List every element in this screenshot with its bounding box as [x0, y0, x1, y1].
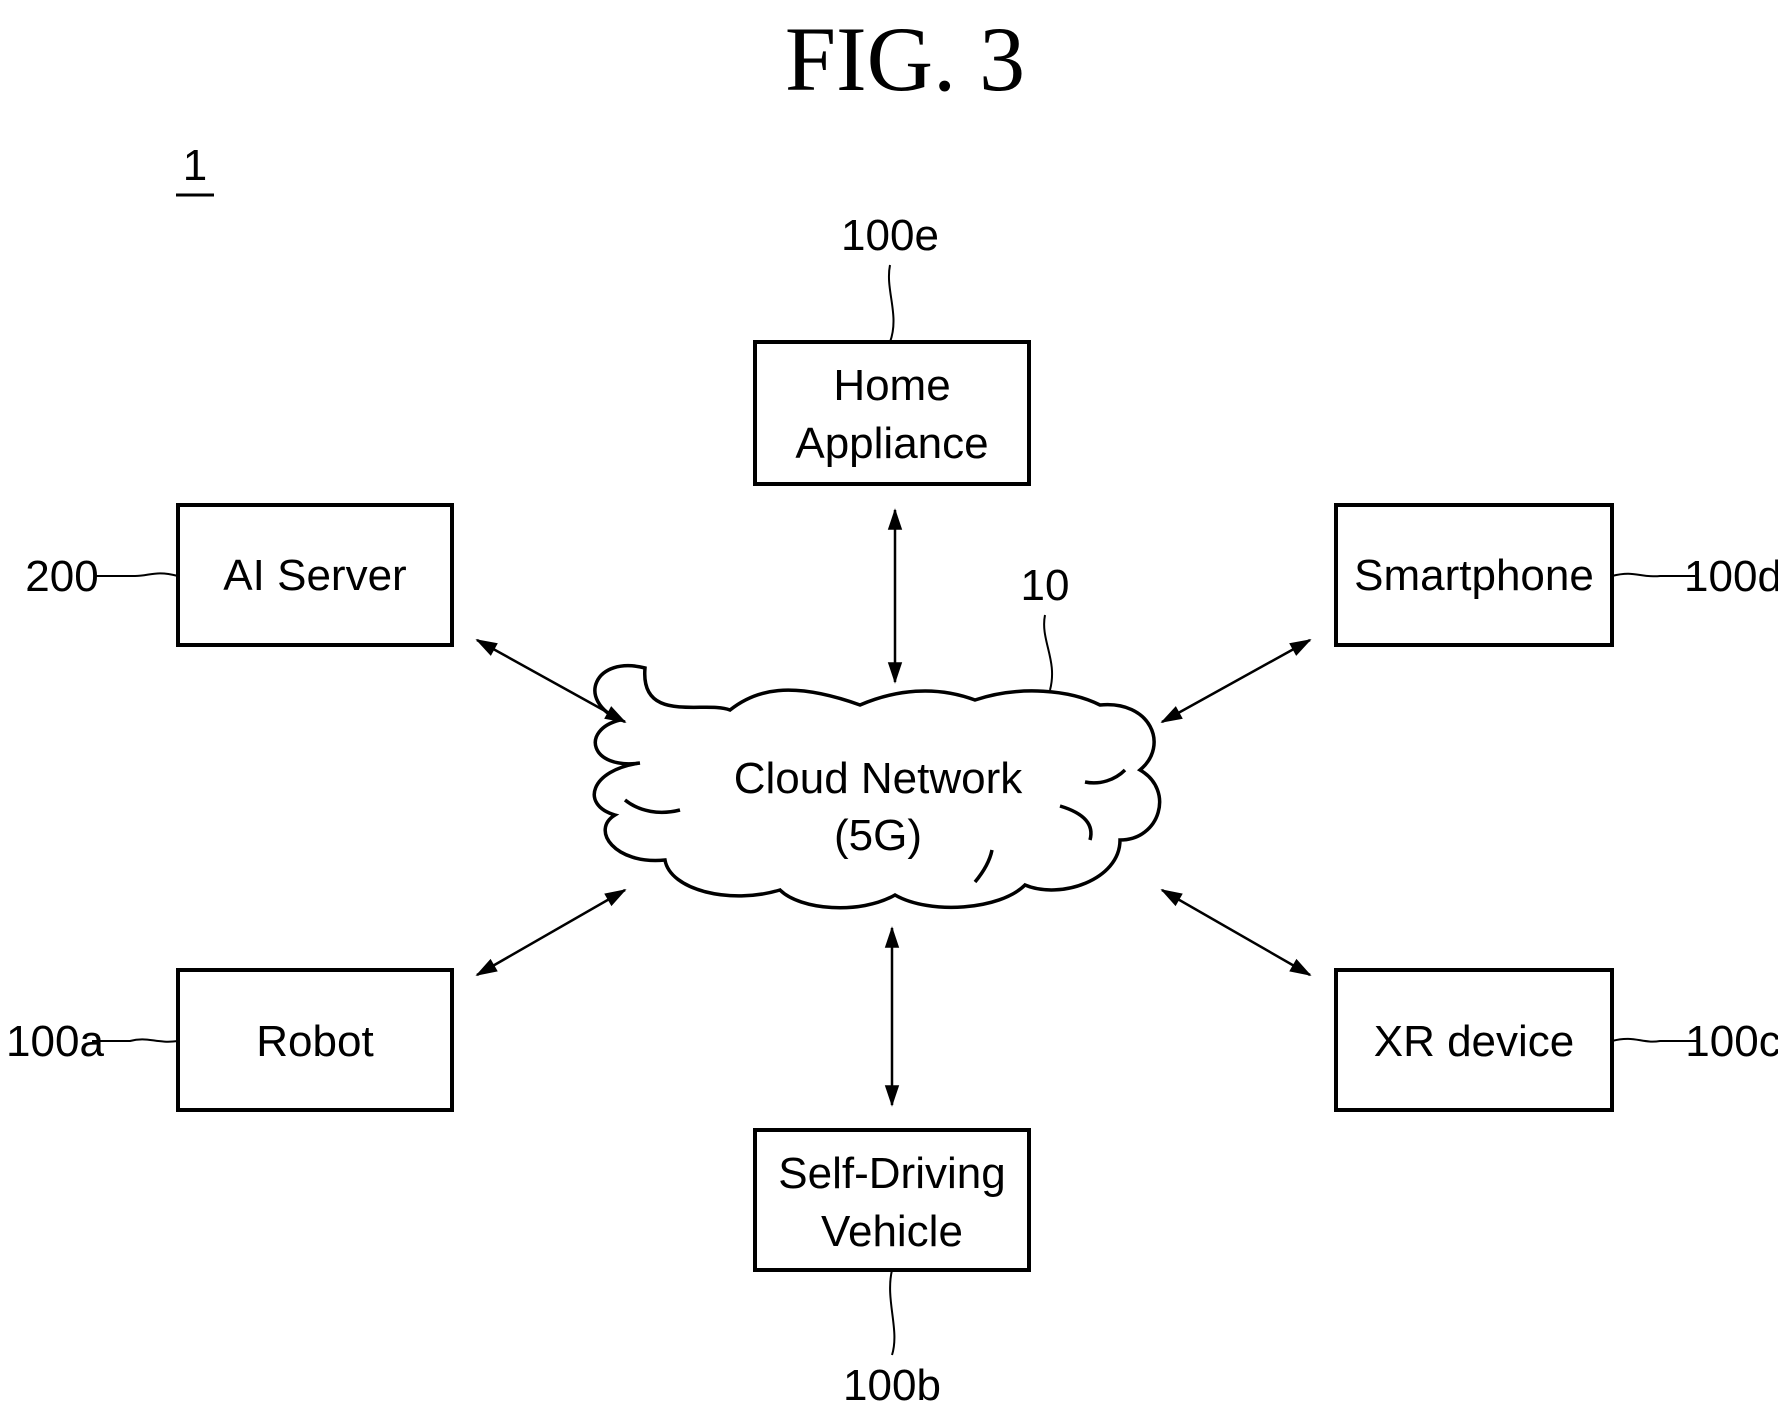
- ai-server-label: AI Server: [223, 551, 406, 600]
- home-appliance-label-line2: Appliance: [795, 419, 988, 468]
- network-reference-number: 10: [1021, 561, 1070, 610]
- ai-server-reference-leader: [96, 573, 178, 576]
- robot-node: Robot: [178, 970, 452, 1110]
- smartphone-reference-number: 100d: [1684, 552, 1778, 601]
- cloud-network: Cloud Network (5G): [594, 666, 1159, 908]
- robot-label: Robot: [256, 1017, 373, 1066]
- ai-server-reference-number: 200: [25, 552, 98, 601]
- cloud-network-label: Cloud Network: [734, 754, 1024, 803]
- connector-smartphone-cloud: [1162, 640, 1310, 722]
- robot-reference-number: 100a: [6, 1017, 104, 1066]
- home-appliance-reference-leader: [889, 265, 894, 342]
- cloud-network-label-5g: (5G): [834, 811, 922, 860]
- ai-server-node: AI Server: [178, 505, 452, 645]
- home-appliance-label-line1: Home: [833, 361, 950, 410]
- home-appliance-reference-number: 100e: [841, 211, 939, 260]
- self-driving-vehicle-node: Self-Driving Vehicle: [755, 1130, 1029, 1270]
- xr-device-reference-leader: [1612, 1039, 1697, 1042]
- self-driving-vehicle-reference-leader: [890, 1270, 894, 1355]
- self-driving-vehicle-reference-number: 100b: [843, 1361, 941, 1410]
- figure-title: FIG. 3: [785, 8, 1025, 110]
- smartphone-reference-leader: [1612, 574, 1695, 577]
- xr-device-reference-number: 100c: [1685, 1017, 1778, 1066]
- xr-device-label: XR device: [1374, 1017, 1575, 1066]
- xr-device-node: XR device: [1336, 970, 1612, 1110]
- network-reference-leader: [1044, 615, 1052, 690]
- self-driving-vehicle-label-line2: Vehicle: [821, 1207, 963, 1256]
- robot-reference-leader: [92, 1039, 178, 1041]
- connector-robot-cloud: [477, 890, 625, 975]
- home-appliance-node: Home Appliance: [755, 342, 1029, 484]
- smartphone-label: Smartphone: [1354, 551, 1594, 600]
- connector-xr-device-cloud: [1162, 890, 1310, 975]
- system-reference-number: 1: [183, 141, 207, 190]
- self-driving-vehicle-label-line1: Self-Driving: [778, 1149, 1005, 1198]
- smartphone-node: Smartphone: [1336, 505, 1612, 645]
